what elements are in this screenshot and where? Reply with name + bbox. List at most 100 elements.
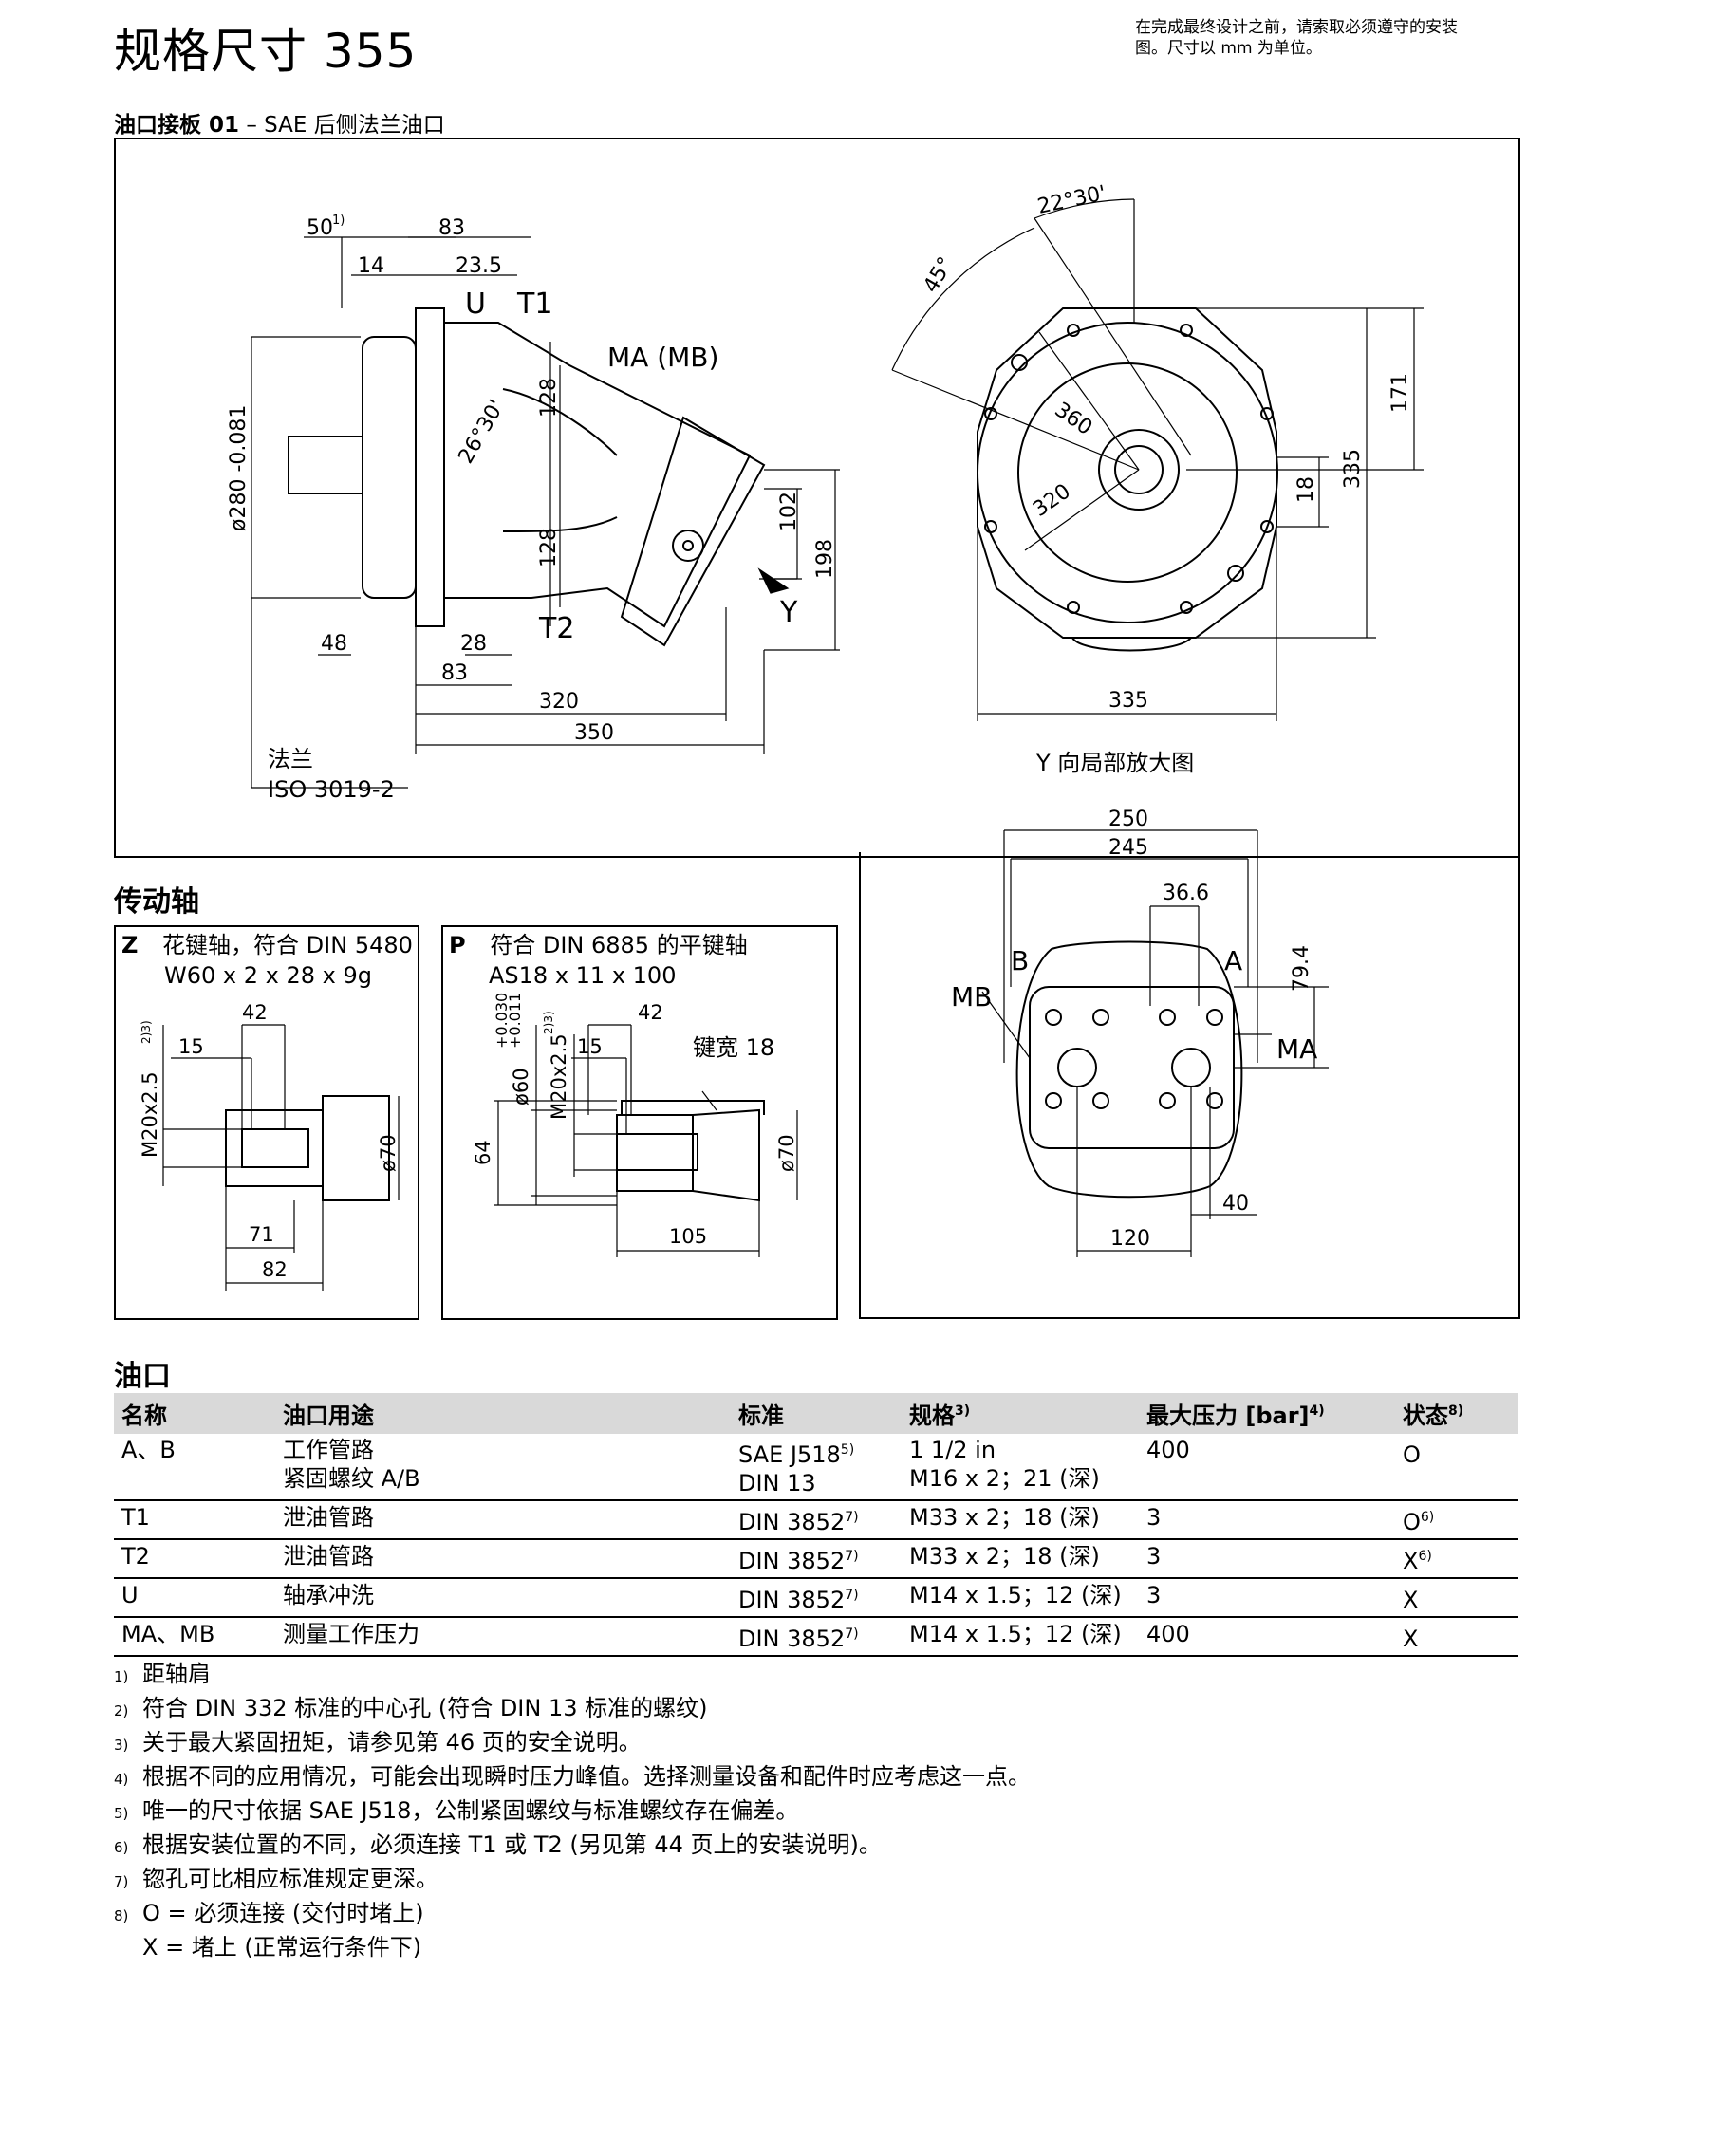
port-plate-subtitle: 油口接板 01 – SAE 后侧法兰油口 — [114, 106, 445, 139]
port-a — [1171, 1048, 1211, 1087]
shaft-p-line2: AS18 x 11 x 100 — [489, 962, 677, 989]
key-width-label: 键宽 18 — [693, 1034, 774, 1061]
col-pressure: 最大压力 [bar]4) — [1139, 1393, 1395, 1434]
dim-14: 14 — [358, 254, 384, 278]
footnote: 1)距轴肩 — [114, 1661, 211, 1687]
housing-contour-2 — [502, 516, 618, 532]
dim-171: 171 — [1388, 373, 1412, 413]
shaft-p-label: P 符合 DIN 6885 的平键轴 AS18 x 11 x 100 — [449, 930, 748, 991]
flange-label: 法兰 — [268, 746, 313, 772]
front-view-dims — [891, 198, 1424, 721]
footnote: 4)根据不同的应用情况，可能会出现瞬时压力峰值。选择测量设备和配件时应考虑这一点… — [114, 1763, 1031, 1790]
dim-335-horizontal: 335 — [1108, 689, 1148, 713]
ports-table-header: 名称 油口用途 标准 规格3) 最大压力 [bar]4) 状态8) — [114, 1393, 1518, 1434]
bolt-circle-outer — [977, 322, 1278, 623]
dim-angle-26: 26°30' — [455, 396, 510, 468]
dim-p-m20-sup: 2)3) — [542, 1011, 555, 1034]
col-use: 油口用途 — [275, 1393, 731, 1434]
dim-79-4: 79.4 — [1290, 945, 1313, 992]
port-ma-center — [682, 540, 694, 551]
shaft-p-key — [621, 1100, 765, 1115]
label-b: B — [1011, 945, 1029, 976]
footnote: 7)锪孔可比相应标准规定更深。 — [114, 1866, 438, 1892]
footnote: 8)O = 必须连接 (交付时堵上) — [114, 1900, 424, 1926]
dim-320: 320 — [539, 690, 579, 714]
port-plate — [620, 416, 766, 647]
dim-angle-22: 22°30' — [1035, 181, 1108, 219]
detail-view-labels: 250 245 36.6 79.4 40 120 B A MB MA — [951, 808, 1317, 1251]
shaft-hub-inner — [1114, 445, 1164, 494]
flange-body — [362, 336, 417, 599]
shaft-z-code: Z — [121, 932, 139, 958]
dim-p-64: 64 — [472, 1140, 494, 1165]
label-u: U — [465, 288, 486, 321]
dim-p-dia-70: ø70 — [775, 1134, 798, 1172]
dim-120: 120 — [1110, 1227, 1150, 1251]
ports-title: 油口 — [114, 1360, 171, 1393]
shaft-p-drawing — [616, 1100, 765, 1202]
dim-p-tol-lower: +0.011 — [506, 993, 524, 1049]
dim-z-82: 82 — [262, 1258, 288, 1281]
page-title: 规格尺寸 355 — [114, 24, 418, 79]
port-b — [1057, 1048, 1097, 1087]
shaft-z-line1: 花键轴，符合 DIN 5480 — [162, 932, 413, 958]
dim-p-42: 42 — [638, 1001, 663, 1024]
housing-contour-1 — [502, 388, 618, 456]
table-row: U 轴承冲洗 DIN 38527) M14 x 1.5；12 (深) 3 X — [114, 1577, 1518, 1617]
col-standard: 标准 — [731, 1393, 902, 1434]
table-row: T1 泄油管路 DIN 38527) M33 x 2；18 (深) 3 O6) — [114, 1499, 1518, 1539]
shaft-p-bore — [616, 1133, 698, 1171]
shaft-z-frame — [114, 925, 419, 1320]
dim-28: 28 — [460, 632, 487, 656]
dim-102: 102 — [777, 492, 801, 531]
shaft-z-label: Z 花键轴，符合 DIN 5480 W60 x 2 x 28 x 9g — [121, 930, 413, 991]
shaft-z-bore — [241, 1128, 309, 1168]
label-ma-mb: MA (MB) — [607, 342, 718, 373]
col-spec: 规格3) — [902, 1393, 1139, 1434]
dim-350: 350 — [574, 721, 614, 745]
shaft-p-taper — [692, 1108, 760, 1202]
dim-p-105: 105 — [669, 1225, 707, 1248]
side-view-dims — [251, 236, 840, 789]
pilot-diameter — [1017, 362, 1238, 583]
dim-36-6: 36.6 — [1163, 882, 1209, 905]
col-state: 状态8) — [1395, 1393, 1518, 1434]
dim-p-tol-upper: +0.030 — [493, 993, 511, 1049]
footnote: 6)根据安装位置的不同，必须连接 T1 或 T2 (另见第 44 页上的安装说明… — [114, 1831, 882, 1858]
dim-p-15: 15 — [577, 1035, 603, 1058]
footnote: 2)符合 DIN 332 标准的中心孔 (符合 DIN 13 标准的螺纹) — [114, 1695, 708, 1721]
dim-128-top: 128 — [537, 378, 561, 418]
dim-83-bottom: 83 — [441, 661, 468, 685]
shaft-z-labels: 42 15 M20x2.5 2)3) ø70 71 82 — [139, 1001, 400, 1281]
label-mb: MB — [951, 981, 992, 1013]
flange-standard: ISO 3019-2 — [268, 776, 395, 803]
shaft-p-line1: 符合 DIN 6885 的平键轴 — [490, 932, 748, 958]
shaft-p-dims — [494, 1024, 798, 1257]
detail-view-y — [1015, 940, 1243, 1199]
ports-table: 名称 油口用途 标准 规格3) 最大压力 [bar]4) 状态8) A、B 工作… — [114, 1393, 1518, 1657]
footnotes: 1)距轴肩 2)符合 DIN 332 标准的中心孔 (符合 DIN 13 标准的… — [114, 1659, 1031, 1963]
dim-angle-45: 45° — [920, 253, 959, 297]
shaft-z-shoulder — [322, 1095, 390, 1201]
dim-245: 245 — [1108, 836, 1148, 860]
port-ma — [672, 530, 704, 562]
detail-caption: Y 向局部放大图 — [1035, 750, 1194, 776]
detail-outer — [1015, 940, 1243, 1199]
detail-plate — [1029, 986, 1235, 1149]
side-view-motor — [288, 307, 766, 647]
header-note-line1: 在完成最终设计之前，请索取必须遵守的安装 — [1135, 18, 1458, 37]
port-plate-label: 油口接板 01 — [114, 113, 240, 138]
table-row: MA、MB 测量工作压力 DIN 38527) M14 x 1.5；12 (深)… — [114, 1616, 1518, 1657]
drive-shaft-title: 传动轴 — [114, 885, 199, 919]
label-y: Y — [779, 596, 798, 629]
front-bottom-edge — [1071, 637, 1192, 652]
dim-dia-280: ø280 -0.081 — [227, 405, 251, 531]
footnote: X = 堵上 (正常运行条件下) — [142, 1934, 422, 1961]
dim-p-dia-60: ø60 — [510, 1068, 532, 1106]
shaft-p-frame — [441, 925, 838, 1320]
front-view-labels: 22°30' 45° 360 320 171 18 335 335 Y 向局部放… — [920, 181, 1412, 776]
detail-view-dims — [981, 829, 1329, 1257]
dim-198: 198 — [813, 539, 837, 579]
dim-z-m20-sup: 2)3) — [140, 1020, 153, 1044]
